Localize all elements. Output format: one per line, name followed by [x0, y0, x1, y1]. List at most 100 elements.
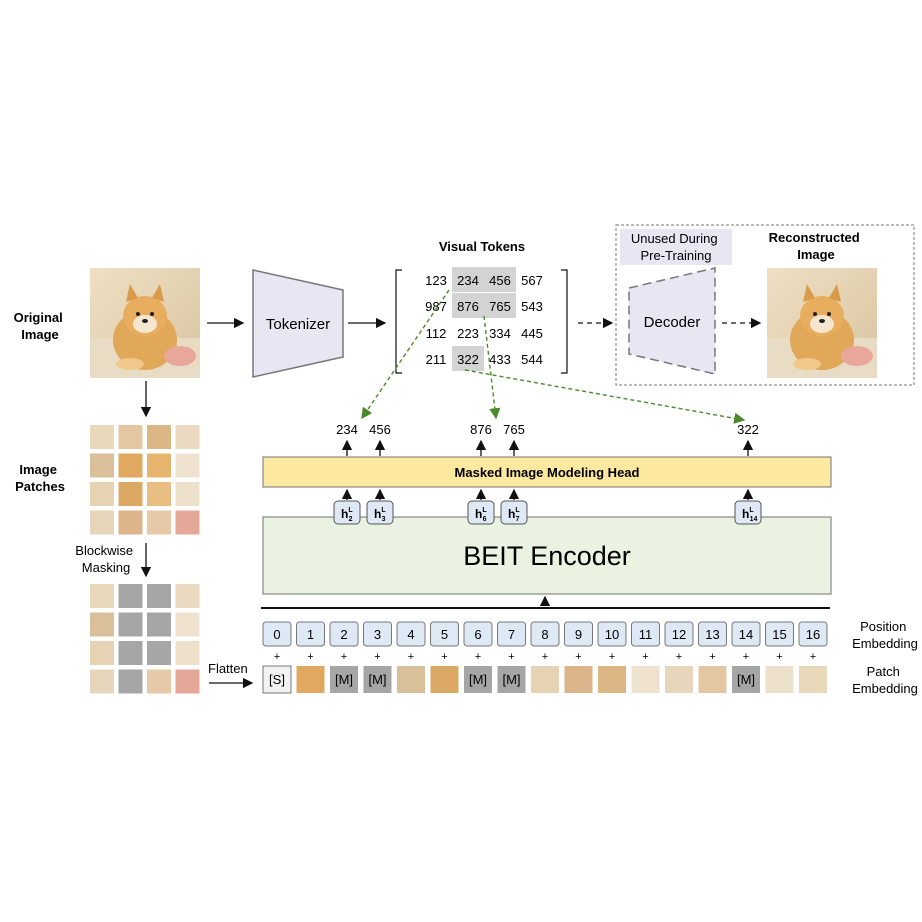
image-patch: [147, 510, 171, 535]
patch-token-label: [M]: [368, 672, 386, 687]
position-index: 12: [672, 627, 686, 642]
position-index: 7: [508, 627, 515, 642]
image-patch: [175, 612, 200, 637]
hidden-state-box: [333, 500, 361, 525]
image-patch: [90, 510, 114, 535]
patch-token: [397, 666, 425, 693]
position-index: 9: [575, 627, 582, 642]
plus-sign: +: [341, 651, 347, 663]
visual-token: 765: [489, 299, 511, 314]
mim-head-box: [262, 456, 832, 488]
position-box: [798, 621, 828, 647]
patch-token: [296, 666, 325, 693]
token-bracket-right: [561, 269, 568, 374]
image-patch: [118, 482, 143, 506]
unused-label-bg: [620, 229, 732, 265]
position-box: [597, 621, 627, 647]
mask-token: [497, 666, 526, 693]
image-patch: [90, 425, 114, 449]
visual-token: 234: [457, 273, 479, 288]
position-box: [363, 621, 392, 647]
image-patch: [175, 482, 200, 506]
mim-head-label: Masked Image Modeling Head: [455, 465, 640, 480]
predicted-token: 234: [336, 422, 358, 437]
blockwise-masking-label: Blockwise Masking: [75, 543, 136, 575]
position-index: 0: [273, 627, 280, 642]
patch-token: [799, 666, 827, 693]
plus-sign: +: [642, 651, 648, 663]
plus-sign: +: [441, 651, 447, 663]
hidden-state-box: [734, 500, 762, 525]
tokenizer-shape: [252, 269, 344, 378]
plus-sign: +: [408, 651, 414, 663]
position-box: [564, 621, 593, 647]
encoder-label: BEIT Encoder: [463, 541, 631, 571]
unused-region: [615, 224, 915, 386]
position-box: [329, 621, 359, 647]
visual-token: 445: [521, 326, 543, 341]
token-highlight: [452, 267, 484, 292]
flatten-label: Flatten: [208, 661, 248, 676]
plus-sign: +: [542, 651, 548, 663]
image-patch: [90, 453, 114, 478]
image-patch: [118, 425, 143, 449]
masked-patch: [118, 584, 143, 608]
image-patch: [90, 669, 114, 694]
image-patch: [175, 584, 200, 608]
original-image: [90, 268, 200, 378]
masked-patch: [147, 612, 171, 637]
image-patch: [175, 669, 200, 694]
predicted-token: 456: [369, 422, 391, 437]
visual-token: 112: [426, 326, 447, 341]
visual-tokens-title: Visual Tokens: [439, 239, 525, 254]
patch-embedding-label: Patch Embedding: [852, 664, 918, 696]
image-patch: [90, 641, 114, 665]
hidden-state-box: [366, 500, 394, 525]
position-index: 2: [340, 627, 347, 642]
image-patch: [147, 669, 171, 694]
masked-patch: [147, 641, 171, 665]
start-token: [262, 665, 292, 694]
masked-patch: [118, 669, 143, 694]
mask-token: [732, 666, 760, 693]
patch-token-label: [M]: [502, 672, 520, 687]
token-bracket-left: [395, 269, 402, 374]
decoder-shape: [628, 267, 716, 375]
image-patch: [175, 510, 200, 535]
position-box: [463, 621, 493, 647]
position-box: [262, 621, 292, 647]
plus-sign: +: [810, 651, 816, 663]
visual-token: 456: [489, 273, 511, 288]
position-box: [296, 621, 325, 647]
visual-token: 322: [457, 352, 479, 367]
mask-token: [464, 666, 492, 693]
position-box: [530, 621, 560, 647]
prediction-arrow: [483, 315, 501, 420]
encoder-box: [262, 516, 832, 595]
predicted-token: 322: [737, 422, 759, 437]
patch-token: [765, 666, 794, 693]
image-patch: [118, 510, 143, 535]
position-index: 4: [407, 627, 414, 642]
plus-sign: +: [475, 651, 481, 663]
image-patch: [175, 641, 200, 665]
image-patch: [90, 612, 114, 637]
image-patch: [118, 453, 143, 478]
visual-token: 123: [425, 273, 447, 288]
token-highlight: [452, 293, 484, 318]
image-patch: [147, 482, 171, 506]
position-index: 6: [474, 627, 481, 642]
visual-token: 987: [425, 299, 447, 314]
plus-sign: +: [609, 651, 615, 663]
position-box: [430, 621, 459, 647]
hidden-state-box: [467, 500, 495, 525]
position-embedding-label: Position Embedding: [852, 619, 918, 651]
visual-token: 543: [521, 299, 543, 314]
